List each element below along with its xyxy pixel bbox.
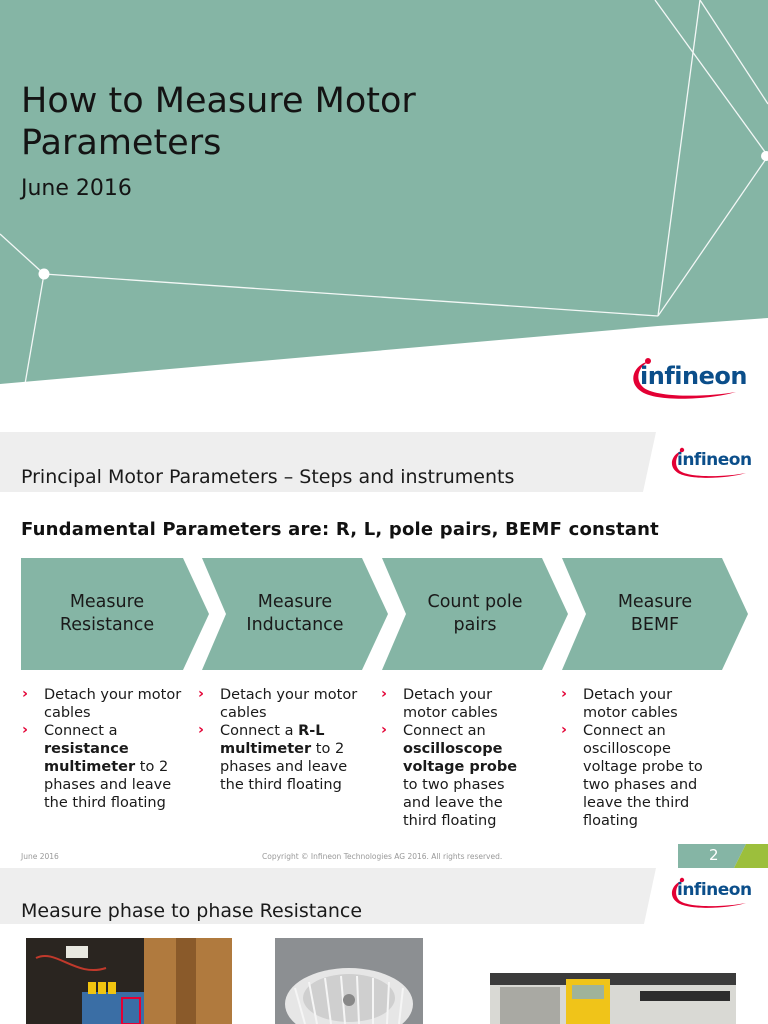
inductance-instructions: Detach your motor cables Connect a R-L m… [196,685,358,794]
chevron-shape [562,558,748,670]
bullet-item: Connect an oscilloscope voltage probe to… [379,721,531,830]
bemf-instructions: Detach your motor cables Connect an osci… [559,685,719,830]
photo-multimeter [490,973,736,1024]
pole-pairs-instructions: Detach your motor cables Connect an osci… [379,685,531,830]
title-slide: How to Measure Motor Parameters June 201… [0,0,768,432]
presentation-title: How to Measure Motor Parameters [21,81,416,163]
bullet-item: Detach your motor cables [559,685,719,722]
logo-swoosh-icon [633,358,736,399]
slide-header-band [0,432,656,492]
footer-copyright: Copyright © Infineon Technologies AG 201… [262,852,503,861]
photo-controller-board [26,938,232,1024]
footer-date: June 2016 [21,852,59,861]
page-number-corner [678,844,768,868]
bullet-item: Connect a resistance multimeter to 2 pha… [20,721,182,812]
infineon-logo: infineon [668,874,752,912]
resistance-instructions: Detach your motor cables Connect a resis… [20,685,182,812]
slide-title: Measure phase to phase Resistance [21,900,363,922]
photo-blower-wheel [275,938,423,1024]
bullet-item: Connect a R-L multimeter to 2 phases and… [196,721,358,794]
logo-wordmark: infineon [677,880,752,900]
presentation-date: June 2016 [21,176,132,201]
title-slide-background [0,0,768,385]
fundamental-parameters-heading: Fundamental Parameters are: R, L, pole p… [21,519,659,540]
chevron-shape [21,558,209,670]
slide-title: Principal Motor Parameters – Steps and i… [21,466,515,488]
bullet-item: Detach your motor cables [20,685,182,722]
bullet-item: Detach your motor cables [196,685,358,722]
slide-header-band [0,868,656,924]
logo-wordmark: infineon [677,450,752,470]
content-slide-parameters: Principal Motor Parameters – Steps and i… [0,432,768,868]
logo-swoosh-icon [671,447,746,478]
infineon-logo: infineon [668,444,752,482]
bullet-item: Connect an oscilloscope voltage probe to… [559,721,719,830]
bullet-item: Detach your motor cables [379,685,531,722]
chevron-shape [382,558,568,670]
logo-wordmark: infineon [640,362,747,390]
content-slide-resistance: Measure phase to phase Resistance infine… [0,868,768,1024]
logo-swoosh-icon [671,877,746,908]
infineon-logo: infineon [628,352,747,404]
page-number: 2 [709,846,719,864]
chevron-shape [202,558,388,670]
